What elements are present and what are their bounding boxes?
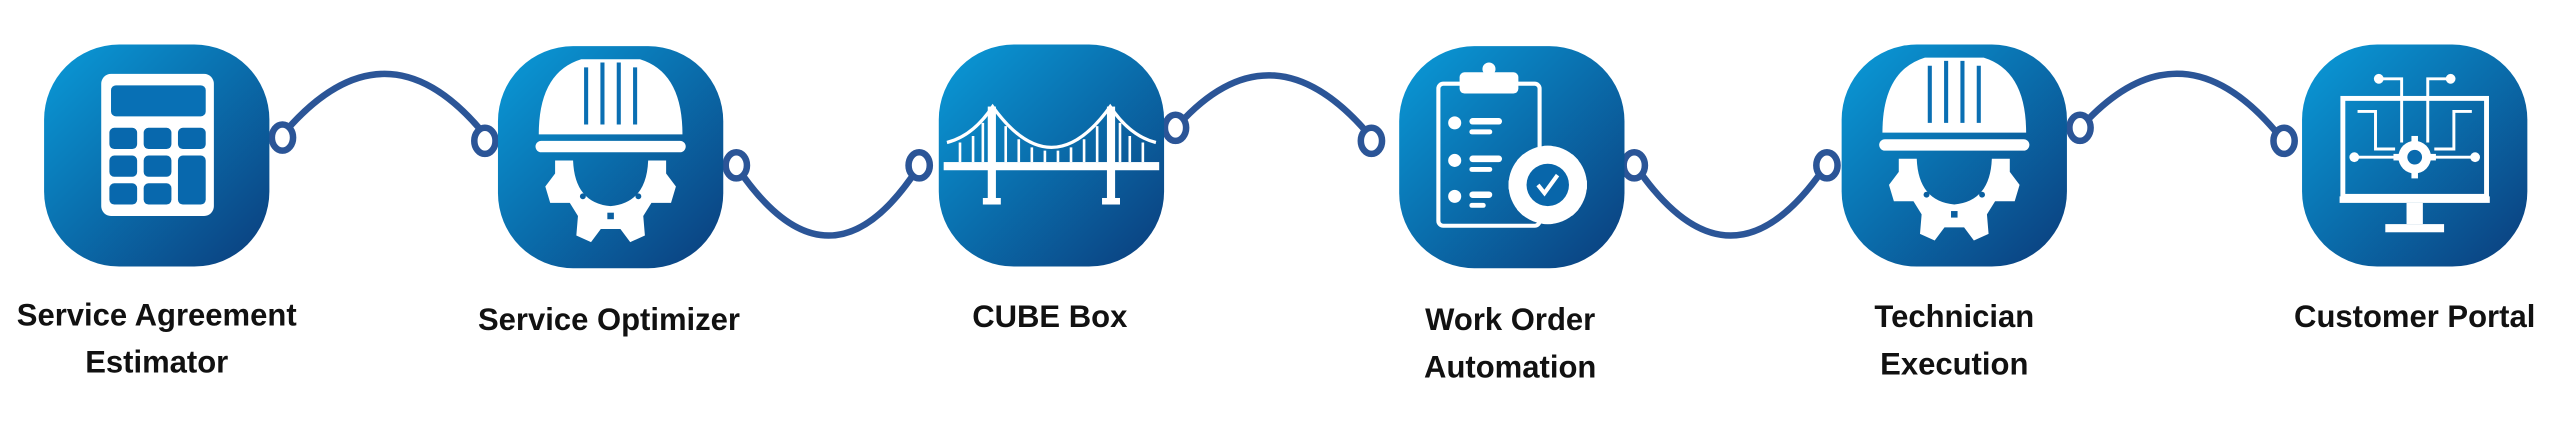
step-service-optimizer bbox=[497, 46, 724, 269]
connector-node bbox=[474, 128, 495, 154]
connector-node bbox=[1624, 152, 1645, 178]
connector-node bbox=[2273, 128, 2294, 154]
step-label: Estimator bbox=[85, 345, 228, 380]
clipboard-gear-icon bbox=[1436, 62, 1587, 228]
step-label: CUBE Box bbox=[972, 299, 1128, 334]
connector-node bbox=[272, 125, 293, 151]
step-technician-execution bbox=[1841, 44, 2067, 267]
step-label: Customer Portal bbox=[2294, 299, 2535, 334]
step-customer-portal bbox=[2302, 44, 2528, 267]
connector-node bbox=[1816, 152, 1837, 178]
step-cube-box bbox=[938, 44, 1165, 267]
bridge-icon bbox=[943, 103, 1160, 205]
calculator-icon bbox=[101, 73, 214, 216]
connector-node bbox=[1165, 115, 1186, 141]
connector-1-2 bbox=[283, 70, 2284, 239]
step-label: Service Optimizer bbox=[478, 302, 740, 337]
connector-node bbox=[726, 152, 747, 178]
step-service-agreement-estimator bbox=[44, 44, 270, 267]
step-label: Service Agreement bbox=[17, 297, 297, 332]
step-label: Work Order bbox=[1425, 302, 1595, 337]
connector-node bbox=[2069, 115, 2090, 141]
monitor-circuit-icon bbox=[2339, 73, 2490, 233]
step-label: Execution bbox=[1880, 346, 2028, 381]
connector-node bbox=[909, 152, 930, 178]
connector-node bbox=[1361, 128, 1382, 154]
step-label: Automation bbox=[1424, 350, 1596, 385]
step-work-order-automation bbox=[1399, 46, 1625, 269]
step-label: Technician bbox=[1874, 299, 2034, 334]
